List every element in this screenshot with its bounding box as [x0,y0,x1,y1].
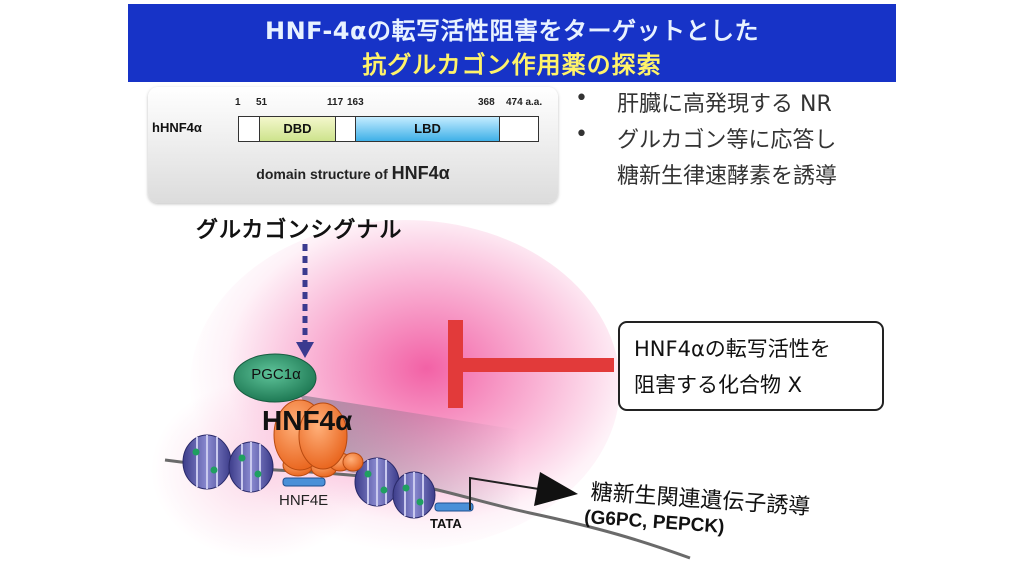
protein-domain-bar: DBD LBD [238,116,539,142]
position-label: 474 a.a. [506,97,543,108]
nucleosome [182,434,232,490]
bullet-text: 糖新生律速酵素を誘導 [617,164,838,189]
shadow-wedge [300,395,520,510]
hnf4a-monomer [298,402,348,470]
position-label: 1 [235,97,241,108]
dbd-label: DBD [283,121,312,136]
hnf4e-element [282,477,326,487]
bullet-continuation: 糖新生律速酵素を誘導 [617,158,837,190]
bullet-text: グルカゴン等に応答し [617,128,837,153]
title-banner: HNF-4αの転写活性阻害をターゲットとした 抗グルカゴン作用薬の探索 [128,4,896,82]
domain-caption-name: HNF4α [391,163,450,183]
tata-box [434,502,474,512]
tata-label: TATA [430,516,462,531]
transcription-start-arrow [469,476,546,510]
bullet-marker: • [575,122,588,147]
dbd-domain: DBD [259,117,336,141]
position-label: 163 [347,97,364,108]
lbd-domain: LBD [355,117,500,141]
nucleosome [392,471,436,519]
position-label: 117 [327,97,344,108]
domain-structure-panel: 1 51 117 163 368 474 a.a. hHNF4α DBD LBD… [148,87,558,203]
hnf4a-label: HNF4α [262,405,353,436]
position-label: 51 [256,97,268,108]
domain-caption-prefix: domain structure of [256,166,388,182]
nucleosome [228,441,274,493]
compound-text-line-1: HNF4αの転写活性を [634,337,831,361]
bullet-text: 肝臓に高発現する NR [617,92,832,117]
position-label: 368 [478,97,495,108]
title-line-1: HNF-4αの転写活性阻害をターゲットとした [265,17,759,45]
title-line-2: 抗グルカゴン作用薬の探索 [362,51,662,79]
histone-marks [192,448,424,506]
nucleosome [354,457,400,507]
compound-x-box: HNF4αの転写活性を 阻害する化合物 X [618,321,884,411]
domain-caption: domain structure of HNF4α [148,163,558,184]
lbd-label: LBD [414,121,441,136]
pgc1a-label: PGC1α [251,366,301,383]
inhibitor-bar-horizontal [448,358,614,372]
bullet-marker: • [575,86,588,111]
signal-arrow-head [296,342,314,358]
pgc1a-molecule [233,353,317,403]
transcription-arrow-head [534,472,578,506]
protein-label: hHNF4α [152,120,202,135]
glucagon-signal-label: グルカゴンシグナル [196,218,403,243]
hnf4e-label: HNF4E [279,492,329,509]
compound-text-line-2: 阻害する化合物 X [634,373,803,397]
